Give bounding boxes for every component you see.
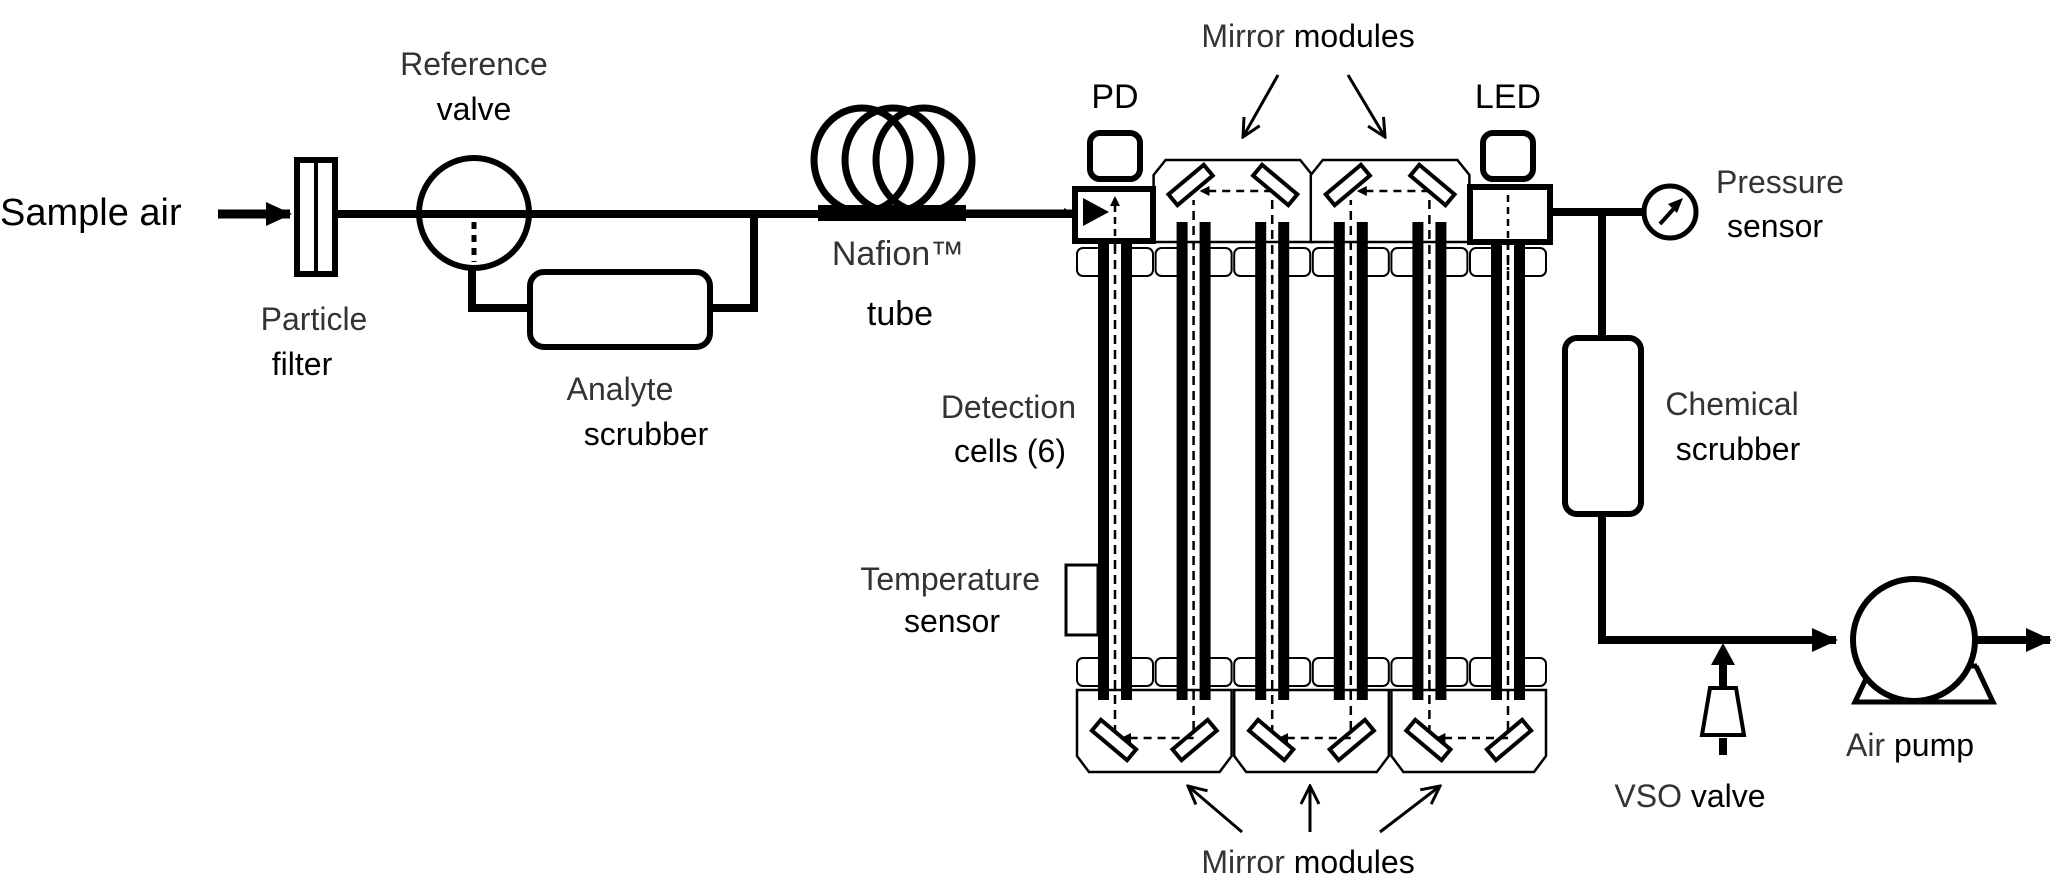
detection-cell-wall [1255, 222, 1267, 700]
detection-cell-wall [1098, 222, 1109, 700]
photodiode [1087, 130, 1143, 182]
detection-cell-wall [1435, 222, 1447, 700]
mirror-modules-bottom-label: Mirror modules [1201, 844, 1414, 880]
detection-cell-wall [1121, 222, 1132, 700]
particle-filter-label: Particle [261, 301, 368, 337]
particle-filter [294, 157, 338, 277]
vso-valve [1699, 643, 1747, 755]
pump-feed-line [1598, 514, 1838, 652]
mirror-pointer-arrow-bottom-left [1188, 786, 1243, 834]
mirror-pointer-arrow-top-right [1346, 74, 1385, 137]
detection-cell-wall [1199, 222, 1211, 700]
pressure-sensor-label: Pressure [1716, 164, 1844, 200]
reference-valve-label: Reference [400, 46, 548, 82]
led [1480, 130, 1536, 182]
scrubber-bypass-line-out [710, 212, 758, 312]
analyte-scrubber-label: Analyte [567, 371, 674, 407]
scrubber-bypass-line-in [468, 268, 533, 312]
mirror-modules-top-label: Mirror modules [1201, 18, 1414, 54]
chemical-scrubber [1562, 335, 1644, 517]
detection-cell-wall [1356, 222, 1368, 700]
nafion-tube [810, 104, 976, 221]
nafion-tube-label-2: tube [867, 295, 933, 333]
detection-cell-wall [1514, 241, 1525, 271]
pd-inlet-arrow-icon [1083, 198, 1109, 226]
mirror [1089, 717, 1139, 763]
analyte-scrubber-label-2: scrubber [584, 416, 709, 452]
detection-cell-wall [1121, 241, 1132, 271]
chemical-scrubber-label-2: scrubber [1676, 431, 1801, 467]
detection-cell-wall [1278, 222, 1290, 700]
led-label: LED [1475, 78, 1541, 116]
detection-cell-wall [1412, 222, 1424, 700]
detection-cell-wall [1176, 222, 1188, 700]
detection-cell-wall [1491, 222, 1502, 700]
detection-cell-wall [1514, 222, 1525, 700]
chemical-scrubber-label: Chemical [1665, 386, 1798, 422]
nafion-tube-label: Nafion™ [832, 235, 964, 273]
mirror-pointer-arrow-bottom-right [1379, 786, 1440, 834]
detection-cell-wall [1333, 222, 1345, 700]
air-pump-label: Air pump [1846, 727, 1974, 763]
temperature-sensor-label-2: sensor [904, 603, 1000, 639]
mirror [1326, 717, 1377, 763]
particle-filter-label-2: filter [272, 346, 333, 382]
analyte-scrubber [527, 269, 713, 350]
detection-cells-label-2: cells (6) [954, 433, 1066, 469]
mirror [1169, 717, 1220, 763]
temperature-sensor-label: Temperature [860, 561, 1040, 597]
mirror [1484, 717, 1534, 763]
sample-air-label: Sample air [0, 192, 182, 234]
detection-cells-label: Detection [941, 389, 1076, 425]
pressure-sensor-label-2: sensor [1727, 208, 1823, 244]
reference-valve-label-2: valve [437, 91, 512, 127]
air-pump [1850, 576, 1997, 705]
mirror [1246, 717, 1297, 763]
detection-cell-array [1072, 130, 1553, 774]
mirror-pointer-arrow-top-left [1243, 74, 1280, 137]
temperature-sensor [1064, 563, 1100, 637]
detection-cell-wall [1098, 241, 1109, 271]
mirror [1322, 162, 1373, 208]
mirror [1165, 162, 1216, 208]
detection-cell-wall [1491, 241, 1502, 271]
pressure-sensor [1641, 183, 1699, 241]
pd-label: PD [1091, 78, 1138, 116]
mirror [1403, 717, 1454, 763]
led-housing [1467, 184, 1553, 245]
vso-valve-label: VSO valve [1614, 778, 1765, 814]
